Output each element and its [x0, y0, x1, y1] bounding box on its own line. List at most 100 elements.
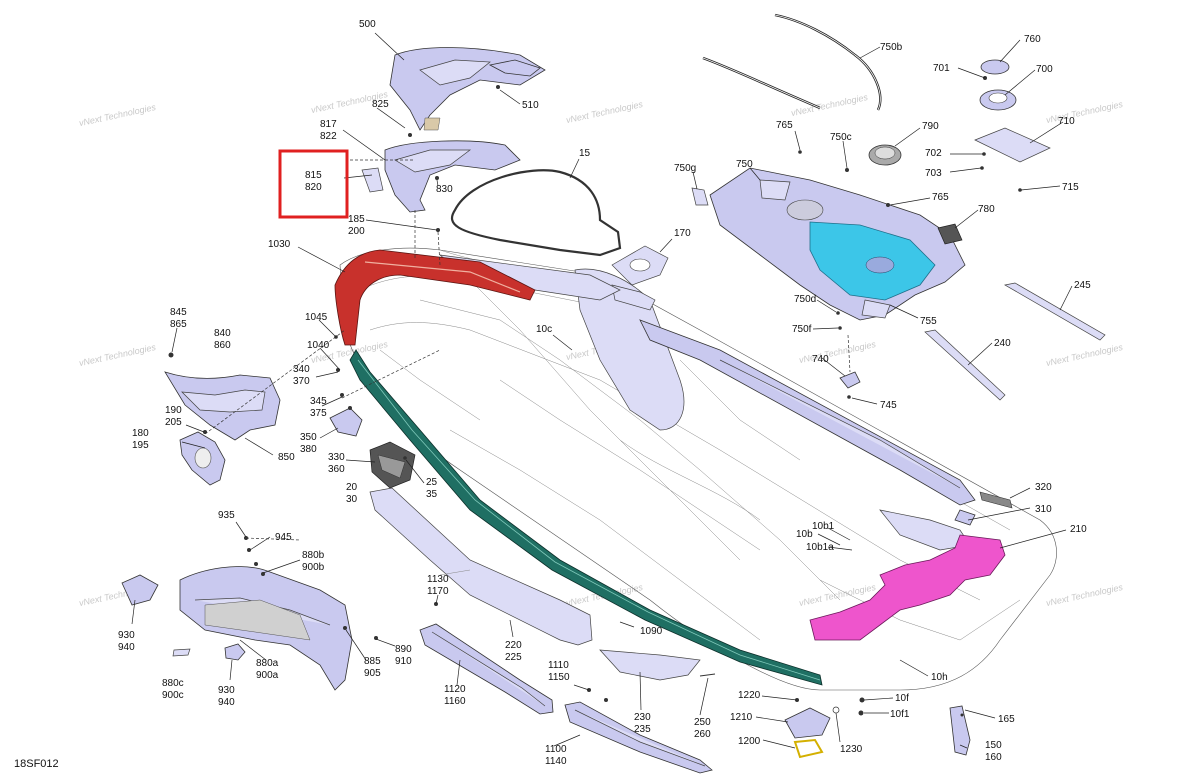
callout-715: 715	[1062, 182, 1079, 193]
callout-10b: 10b	[796, 529, 813, 540]
callout-1170: 1170	[427, 586, 449, 597]
callout-885: 885	[364, 656, 381, 667]
lower-rail-part	[419, 623, 554, 715]
callout-labels: 500 510 825 817 822 830 815 820 185 200 …	[118, 19, 1091, 767]
callout-820: 820	[305, 182, 322, 193]
watermark-text: vNext Technologies	[565, 99, 644, 125]
callout-220: 220	[505, 640, 522, 651]
callout-755: 755	[920, 316, 937, 327]
callout-165: 165	[998, 714, 1015, 725]
callout-840: 840	[214, 328, 231, 339]
callout-190: 190	[165, 405, 182, 416]
callout-380: 380	[300, 444, 317, 455]
callout-1130: 1130	[427, 574, 449, 585]
leader-lines	[131, 32, 1073, 749]
callout-370: 370	[293, 376, 310, 387]
watermark-text: vNext Technologies	[1045, 582, 1124, 608]
watermark-text: vNext Technologies	[798, 339, 877, 365]
callout-880a: 880a	[256, 658, 279, 669]
callout-822: 822	[320, 131, 337, 142]
callout-940-left: 940	[118, 642, 135, 653]
callout-1200: 1200	[738, 736, 761, 747]
callout-780: 780	[978, 204, 995, 215]
callout-703: 703	[925, 168, 942, 179]
callout-170: 170	[674, 228, 691, 239]
callout-1110: 1110	[548, 660, 569, 671]
callout-701: 701	[933, 63, 950, 74]
callout-250: 250	[694, 717, 711, 728]
callout-1045: 1045	[305, 312, 328, 323]
trim-strip-part	[1004, 282, 1106, 341]
callout-10b1a: 10b1a	[806, 542, 834, 553]
callout-375: 375	[310, 408, 327, 419]
callout-150: 150	[985, 740, 1002, 751]
callout-765-top: 765	[776, 120, 793, 131]
callout-330: 330	[328, 452, 345, 463]
callout-1160: 1160	[444, 696, 466, 707]
callout-195: 195	[132, 440, 149, 451]
callout-880b: 880b	[302, 550, 325, 561]
callout-817: 817	[320, 119, 337, 130]
callout-905: 905	[364, 668, 381, 679]
callout-745: 745	[880, 400, 897, 411]
callout-10f1: 10f1	[890, 709, 910, 720]
callout-210: 210	[1070, 524, 1087, 535]
callout-10b1: 10b1	[812, 521, 835, 532]
callout-510: 510	[522, 100, 539, 111]
callout-750g: 750g	[674, 163, 696, 174]
callout-25: 25	[426, 477, 438, 488]
callout-345: 345	[310, 396, 327, 407]
callout-1220: 1220	[738, 690, 761, 701]
rear-mat-part	[809, 534, 1006, 641]
callout-15: 15	[579, 148, 591, 159]
footwell-pad-part	[369, 487, 593, 646]
callout-10c: 10c	[536, 324, 552, 335]
callout-1090: 1090	[640, 626, 663, 637]
callout-825: 825	[372, 99, 389, 110]
callout-930-center: 930	[218, 685, 235, 696]
watermark-text: vNext Technologies	[790, 92, 869, 118]
callout-930-left: 930	[118, 630, 135, 641]
callout-500: 500	[359, 19, 376, 30]
highlight-box	[278, 149, 349, 219]
callout-1150: 1150	[548, 672, 570, 683]
callout-230: 230	[634, 712, 651, 723]
callout-310: 310	[1035, 504, 1052, 515]
watermark-text: vNext Technologies	[78, 342, 157, 368]
callout-860: 860	[214, 340, 231, 351]
callout-245: 245	[1074, 280, 1091, 291]
callout-900c: 900c	[162, 690, 184, 701]
callout-10f: 10f	[895, 693, 909, 704]
callout-750d: 750d	[794, 294, 816, 305]
callout-850: 850	[278, 452, 295, 463]
callout-200: 200	[348, 226, 365, 237]
diagram-code: 18SF012	[14, 758, 59, 770]
callout-350: 350	[300, 432, 317, 443]
callout-702: 702	[925, 148, 942, 159]
callout-340: 340	[293, 364, 310, 375]
side-rail-part	[349, 349, 823, 686]
seal-gasket-part	[450, 169, 622, 257]
callout-890: 890	[395, 644, 412, 655]
callout-235: 235	[634, 724, 651, 735]
callout-765-bracket: 765	[932, 192, 949, 203]
callout-700: 700	[1036, 64, 1053, 75]
callout-865: 865	[170, 319, 187, 330]
hull-body	[339, 247, 1057, 691]
callout-740: 740	[812, 354, 829, 365]
callout-900a: 900a	[256, 670, 279, 681]
callout-815: 815	[305, 170, 322, 181]
callout-1120: 1120	[444, 684, 466, 695]
callout-1210: 1210	[730, 712, 753, 723]
callout-360: 360	[328, 464, 345, 475]
callout-240: 240	[994, 338, 1011, 349]
right-upper-parts	[691, 13, 1051, 330]
callout-750b: 750b	[880, 42, 903, 53]
callout-1230: 1230	[840, 744, 863, 755]
callout-185: 185	[348, 214, 365, 225]
callout-35: 35	[426, 489, 438, 500]
callout-880c: 880c	[162, 678, 184, 689]
lower-right-parts	[784, 697, 971, 759]
